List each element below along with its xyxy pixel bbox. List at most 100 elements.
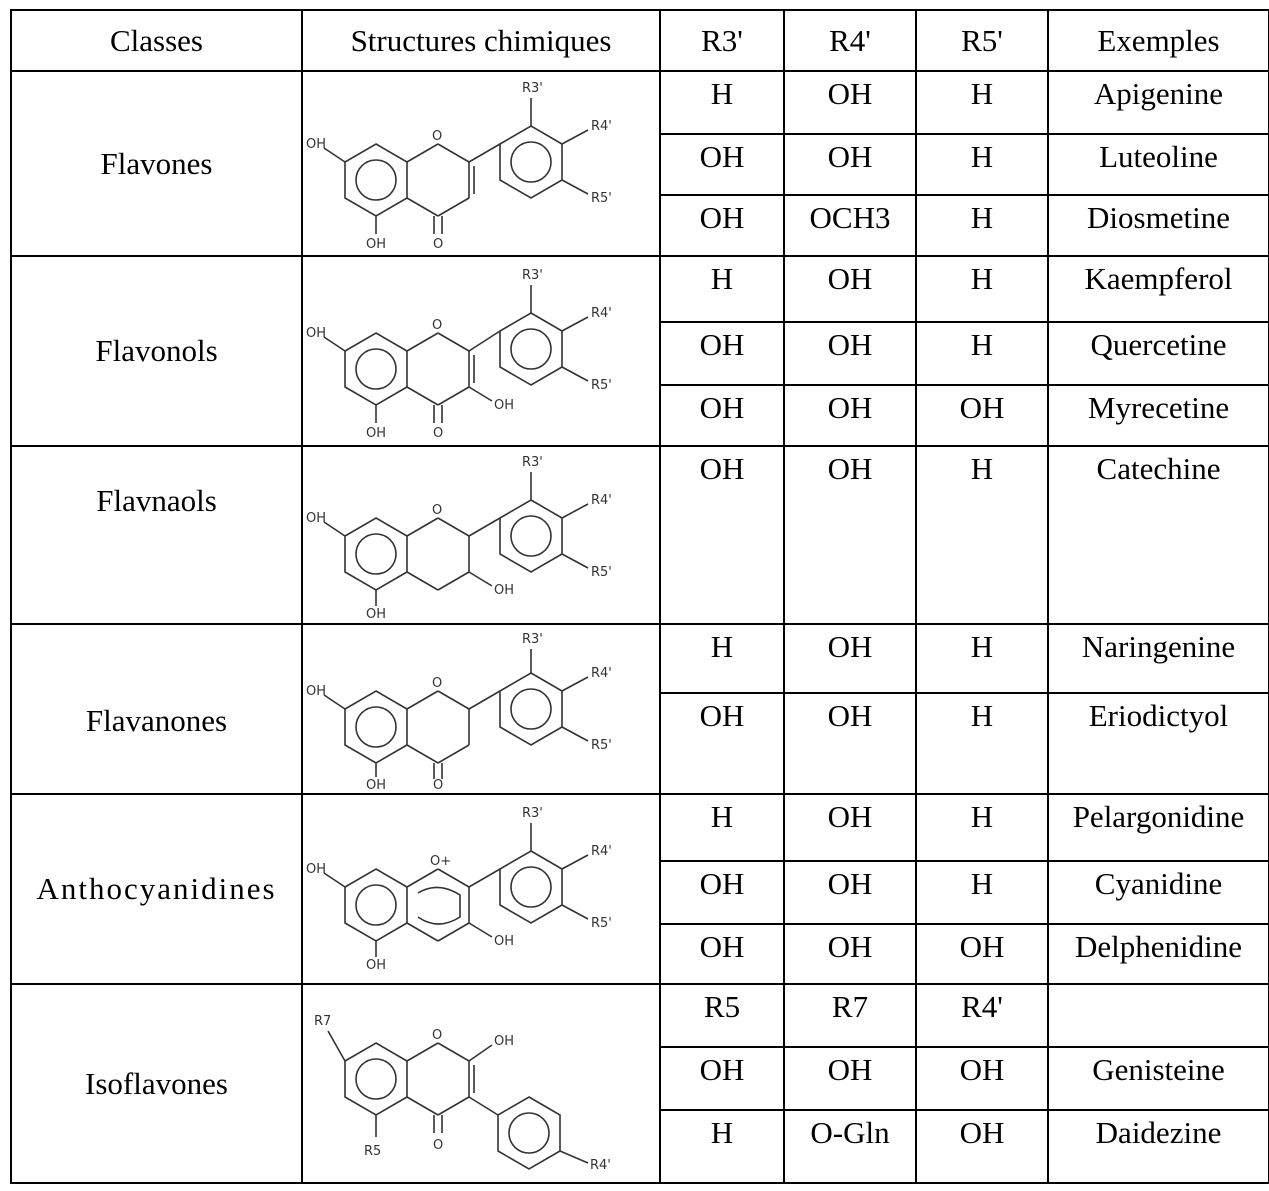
- substituent-r5-label: R5': [591, 565, 612, 580]
- header-r5: R5': [915, 8, 1049, 73]
- class-name: Flavonols: [10, 255, 303, 447]
- table-row: OH OCH3 H Diosmetine: [11, 194, 1269, 258]
- hydroxyl-label: OH: [366, 426, 386, 441]
- hydroxyl-label: OH: [494, 398, 514, 413]
- structure-flavanones: R3' R4' R5' OH OH O O: [301, 622, 661, 795]
- r5-value: H: [915, 444, 1049, 625]
- hydroxyl-label: OH: [366, 237, 386, 251]
- flavonol-structure-diagram: R3' R4' R5' OH OH OH O O: [306, 268, 612, 441]
- example-value: Kaempferol: [1047, 255, 1269, 323]
- table-row: Flavnaols R3' R4' R5: [10, 444, 1269, 625]
- r4-value: OH: [783, 859, 917, 926]
- oxygen-label: O: [432, 318, 442, 333]
- class-name: Flavnaols: [10, 444, 303, 625]
- table-row: OH OH H Luteoline: [11, 132, 1269, 197]
- example-value: [1047, 982, 1269, 1049]
- example-value: Catechine: [1047, 444, 1269, 625]
- r3-value: OH: [659, 923, 785, 985]
- r7-value: O-Gln: [783, 1109, 917, 1184]
- table-row: OH OH OH Delphenidine: [11, 923, 1269, 985]
- r5-value: H: [915, 194, 1049, 258]
- r5-value: H: [659, 1109, 785, 1184]
- example-value: Delphenidine: [1047, 923, 1269, 985]
- hydroxyl-label: OH: [366, 607, 386, 620]
- r7-header-value: R7: [783, 982, 917, 1049]
- hydroxyl-label: OH: [494, 934, 514, 949]
- structure-isoflavones: R7 R5 R4' OH O O: [301, 982, 661, 1185]
- r4-value: OH: [783, 792, 917, 863]
- r5-value: OH: [659, 1046, 785, 1112]
- table-row: OH OH H Cyanidine: [11, 859, 1269, 926]
- header-r3: R3': [659, 8, 785, 73]
- r5-value: H: [915, 792, 1049, 863]
- r4-value: OH: [915, 1046, 1049, 1112]
- flavonoid-classes-table: Classes Structures chimiques R3' R4' R5'…: [10, 8, 1269, 1185]
- example-value: Quercetine: [1047, 320, 1269, 387]
- table-row: OH OH H Quercetine: [11, 320, 1269, 387]
- hydroxyl-label: OH: [494, 1034, 514, 1049]
- example-value: Naringenine: [1047, 622, 1269, 695]
- structure-flavonols: R3' R4' R5' OH OH OH O O: [301, 255, 661, 447]
- r3-value: OH: [659, 320, 785, 387]
- hydroxyl-label: OH: [366, 778, 386, 789]
- example-value: Cyanidine: [1047, 859, 1269, 926]
- r4-value: OH: [783, 255, 917, 323]
- substituent-r5-label: R5': [591, 738, 612, 753]
- oxygen-label: O: [432, 676, 442, 691]
- substituent-r5-label: R5: [364, 1144, 381, 1159]
- oxygen-label: O: [432, 1028, 442, 1043]
- oxonium-label: O+: [430, 854, 451, 869]
- r5-value: H: [915, 132, 1049, 197]
- example-value: Diosmetine: [1047, 194, 1269, 258]
- r4-value: OH: [783, 384, 917, 447]
- table-row: Anthocyanidines R3': [10, 792, 1269, 985]
- substituent-r4-label: R4': [591, 493, 612, 508]
- header-structures: Structures chimiques: [301, 8, 661, 73]
- r3-value: OH: [659, 132, 785, 197]
- substituent-r5-label: R5': [591, 191, 612, 206]
- example-value: Eriodictyol: [1047, 692, 1269, 795]
- class-name: Isoflavones: [10, 982, 303, 1185]
- hydroxyl-label: OH: [306, 511, 326, 526]
- substituent-r3-label: R3': [522, 806, 543, 821]
- substituent-r4-label: R4': [591, 306, 612, 321]
- structure-flavones: R3' R4' R5' OH OH O O: [301, 70, 661, 258]
- r4-value: OH: [783, 692, 917, 795]
- r5-value: H: [915, 859, 1049, 926]
- r3-value: OH: [659, 859, 785, 926]
- table-row: Flavonols: [10, 255, 1269, 447]
- structure-anthocyanidines: R3' R4' R5' OH OH OH O+: [301, 792, 661, 985]
- table-row: H O-Gln OH Daidezine: [11, 1109, 1269, 1184]
- hydroxyl-label: OH: [366, 958, 386, 973]
- flavanol-structure-diagram: R3' R4' R5' OH OH OH O: [306, 455, 612, 620]
- example-value: Myrecetine: [1047, 384, 1269, 447]
- r4-value: OH: [783, 622, 917, 695]
- r5-value: H: [915, 692, 1049, 795]
- substituent-r5-label: R5': [591, 378, 612, 393]
- r3-value: H: [659, 255, 785, 323]
- hydroxyl-label: OH: [306, 137, 326, 152]
- substituent-r3-label: R3': [522, 268, 543, 283]
- table-row: OH OH OH Genisteine: [11, 1046, 1269, 1112]
- r3-value: OH: [659, 194, 785, 258]
- oxygen-label: O: [433, 1138, 443, 1153]
- isoflavone-structure-diagram: R7 R5 R4' OH O O: [314, 1014, 611, 1173]
- header-row: Classes Structures chimiques R3' R4' R5'…: [10, 8, 1269, 73]
- anthocyanidin-structure-diagram: R3' R4' R5' OH OH OH O+: [306, 806, 612, 973]
- r5-value: H: [915, 70, 1049, 135]
- r5-value: H: [915, 320, 1049, 387]
- r4-value: OH: [783, 132, 917, 197]
- oxygen-label: O: [433, 778, 443, 789]
- r4-header-value: R4': [915, 982, 1049, 1049]
- class-name: Flavones: [10, 70, 303, 258]
- header-r4: R4': [783, 8, 917, 73]
- header-exemples: Exemples: [1047, 8, 1269, 73]
- substituent-r4-label: R4': [590, 1158, 611, 1173]
- example-value: Pelargonidine: [1047, 792, 1269, 863]
- example-value: Daidezine: [1047, 1109, 1269, 1184]
- table-row: Isoflavones R7 R5: [10, 982, 1269, 1185]
- r3-value: H: [659, 70, 785, 135]
- class-name: Anthocyanidines: [10, 792, 303, 985]
- r3-value: OH: [659, 384, 785, 447]
- table-row: Flavones R3': [10, 70, 1269, 258]
